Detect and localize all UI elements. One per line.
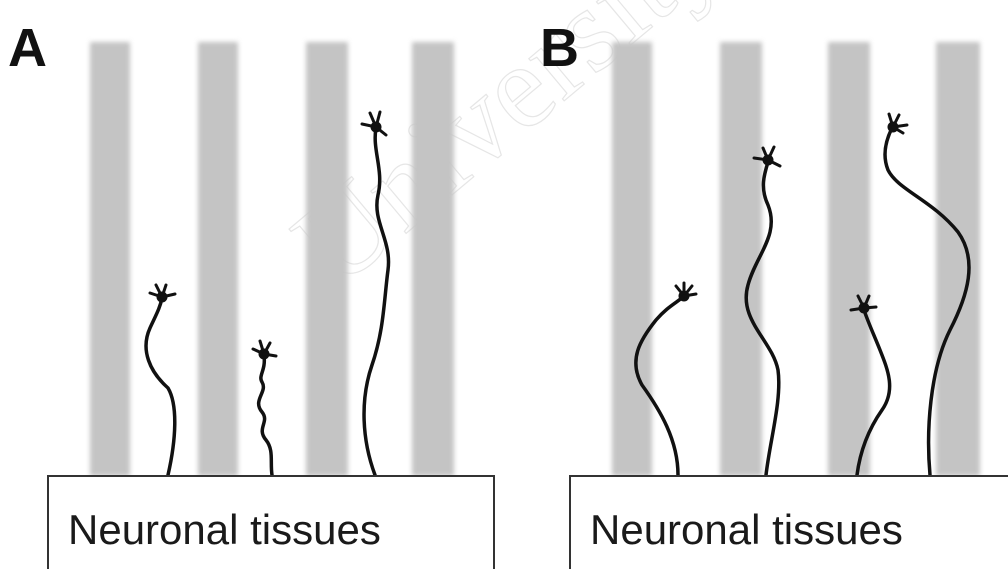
- growth-cone: [253, 341, 276, 358]
- panel-b-stripes: [612, 42, 980, 476]
- stripe: [936, 42, 980, 476]
- panel-a: A: [8, 18, 494, 569]
- stripe: [412, 42, 454, 476]
- panel-b-letter: B: [540, 18, 579, 78]
- stripe: [90, 42, 130, 476]
- panel-b-axons: [636, 128, 969, 475]
- growth-cone: [889, 114, 907, 133]
- panel-b-growth-cones: [676, 114, 907, 312]
- stripe: [612, 42, 652, 476]
- panel-b: B: [540, 18, 1008, 569]
- stripe: [306, 42, 348, 476]
- stripe: [720, 42, 762, 476]
- panel-a-tissue-label: Neuronal tissues: [68, 506, 381, 553]
- axon-path: [146, 298, 175, 475]
- panel-b-tissue-label: Neuronal tissues: [590, 506, 903, 553]
- stripe: [828, 42, 870, 476]
- axon-path: [259, 356, 272, 475]
- growth-cone: [676, 283, 696, 300]
- stripe: [198, 42, 238, 476]
- panel-a-letter: A: [8, 18, 47, 78]
- growth-cone: [150, 285, 175, 301]
